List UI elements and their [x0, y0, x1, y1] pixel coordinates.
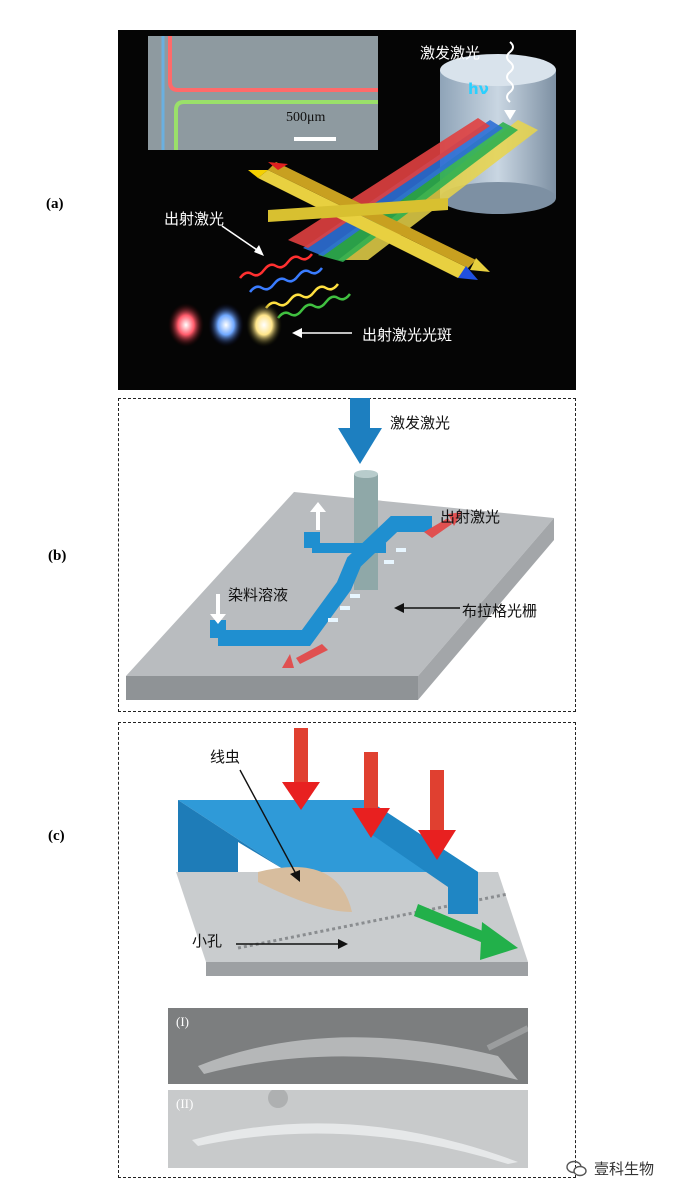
bragg-grating-label: 布拉格光栅 — [462, 602, 538, 620]
nematode-micrograph-1: (I) — [168, 1008, 528, 1084]
panel-c-letter: (c) — [48, 828, 65, 844]
emission-laser-label-b: 出射激光 — [440, 508, 501, 526]
emission-laser-label-a: 出射激光 — [164, 210, 225, 228]
panel-c-frame — [118, 722, 576, 1178]
laser-chip-illustration — [148, 36, 556, 347]
bragg-chip-illustration — [126, 398, 554, 700]
nematode-label: 线虫 — [210, 748, 241, 766]
panel-a-image: 500μm hν 激发激光 出射激光 出射激光光斑 — [118, 30, 576, 390]
excitation-laser-label-b: 激发激光 — [390, 414, 451, 432]
panel-b-frame — [118, 398, 576, 712]
watermark-text: 壹科生物 — [594, 1160, 655, 1178]
nematode-micrograph-2: (II) — [168, 1090, 528, 1168]
panel-b-letter: (b) — [48, 548, 67, 564]
hole-label: 小孔 — [192, 932, 223, 950]
wechat-icon — [566, 1160, 588, 1178]
micrograph-2-label: (II) — [176, 1096, 194, 1111]
photon-label: hν — [468, 80, 489, 98]
panel-a-letter: (a) — [46, 196, 64, 212]
dye-solution-label: 染料溶液 — [228, 586, 289, 604]
scale-bar-label: 500μm — [286, 110, 326, 125]
micrograph-1-label: (I) — [176, 1014, 189, 1029]
micrograph-inset — [148, 36, 378, 150]
excitation-laser-label-a: 激发激光 — [420, 44, 481, 62]
nematode-chip-illustration — [176, 728, 528, 976]
laser-spot-label: 出射激光光斑 — [362, 326, 453, 344]
